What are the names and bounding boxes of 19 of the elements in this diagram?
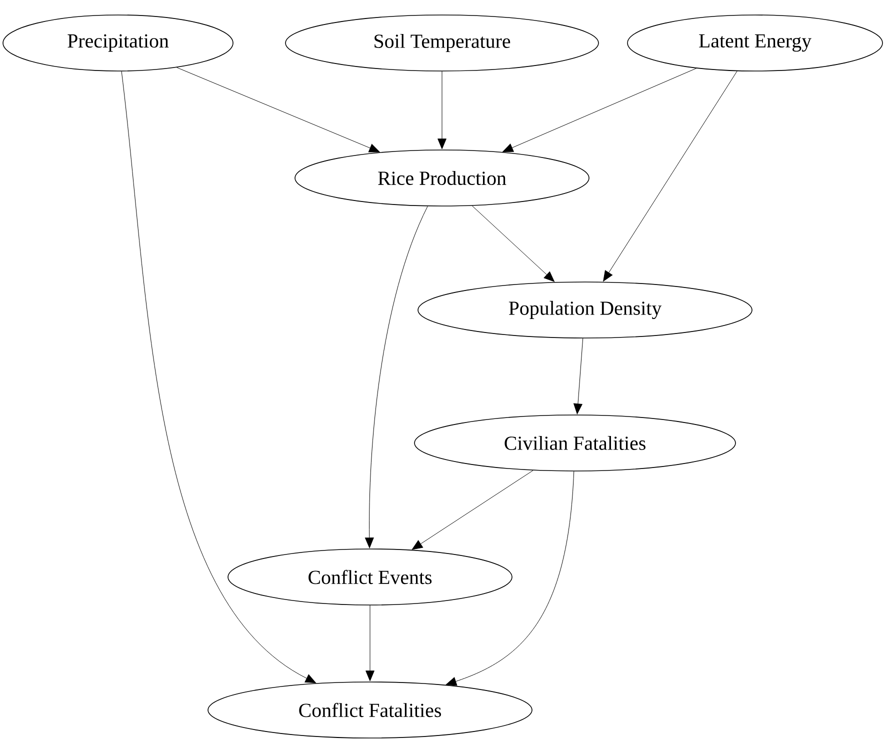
arrow [446, 471, 574, 686]
arrow [502, 68, 697, 152]
arrow [603, 70, 738, 282]
ellipse-node: Rice Production [294, 150, 590, 206]
ellipse-node: Civilian Fatalities [414, 414, 736, 472]
ellipse-node: Latent Energy [627, 14, 883, 72]
ellipse-node: Population Density [418, 282, 752, 338]
arrow [121, 71, 316, 684]
ellipse-node: Precipitation [2, 14, 234, 72]
arrow [366, 605, 374, 682]
arrow [472, 206, 555, 282]
ellipse-node: Conflict Events [228, 548, 512, 606]
ellipse-node: Soil Temperature [285, 14, 599, 72]
arrow [364, 206, 428, 548]
arrow [176, 67, 380, 152]
ellipse-node: Conflict Fatalities [208, 682, 532, 738]
arrow [574, 338, 584, 414]
arrow [412, 470, 534, 550]
arrow [438, 71, 446, 150]
